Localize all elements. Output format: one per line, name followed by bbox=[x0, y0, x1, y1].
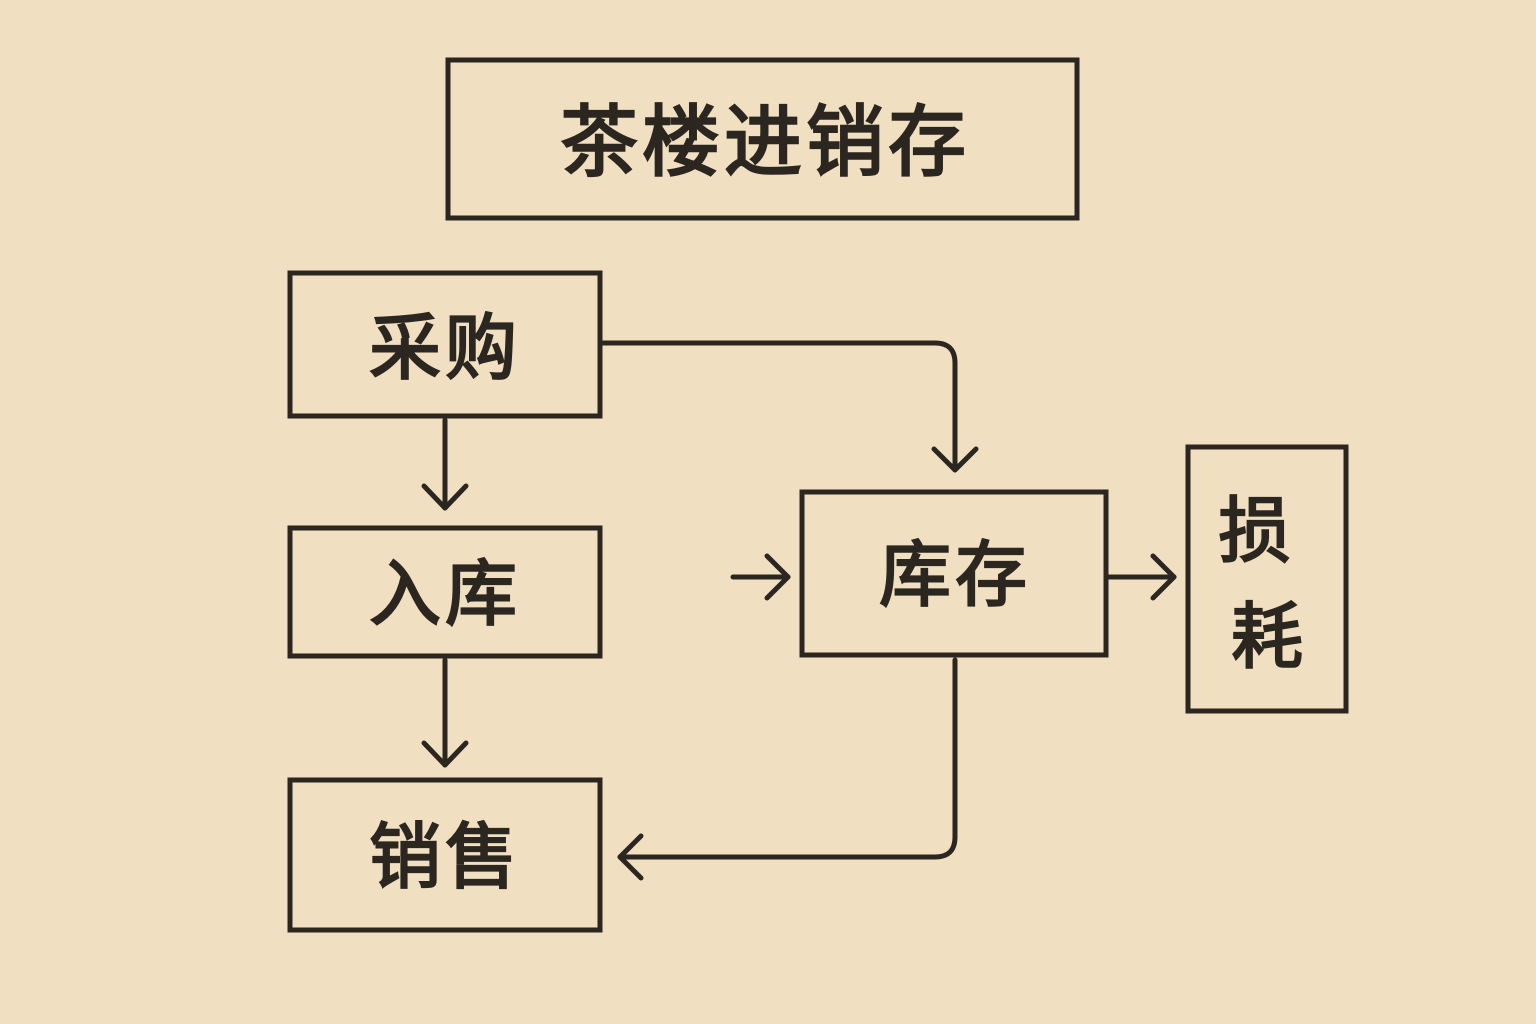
edge-inventory-to-loss bbox=[1103, 553, 1177, 601]
edge-purchase-to-warehousing bbox=[421, 417, 469, 511]
loss-label: 损 耗 bbox=[1218, 489, 1315, 679]
inventory-box bbox=[799, 489, 1109, 658]
node-inventory: 库存 bbox=[799, 489, 1109, 658]
node-purchase: 采购 bbox=[287, 270, 603, 419]
title-box bbox=[445, 57, 1080, 221]
warehousing-label: 入库 bbox=[369, 552, 521, 636]
loss-box bbox=[1185, 444, 1349, 714]
warehousing-box bbox=[287, 525, 603, 659]
edge-warehousing-to-sales bbox=[421, 657, 469, 768]
edge-into-inventory bbox=[730, 553, 791, 601]
node-warehousing: 入库 bbox=[287, 525, 603, 659]
diagram-title: 茶楼进销存 bbox=[560, 98, 970, 188]
purchase-label: 采购 bbox=[369, 306, 521, 390]
edges bbox=[421, 340, 1177, 881]
sales-label: 销售 bbox=[369, 815, 521, 899]
sales-box bbox=[287, 777, 603, 933]
edge-inventory-to-sales bbox=[617, 657, 958, 881]
title-node: 茶楼进销存 bbox=[445, 57, 1080, 221]
edge-purchase-to-inventory bbox=[597, 340, 979, 473]
node-loss: 损 耗 bbox=[1185, 444, 1349, 714]
inventory-label: 库存 bbox=[879, 533, 1031, 617]
node-sales: 销售 bbox=[287, 777, 603, 933]
